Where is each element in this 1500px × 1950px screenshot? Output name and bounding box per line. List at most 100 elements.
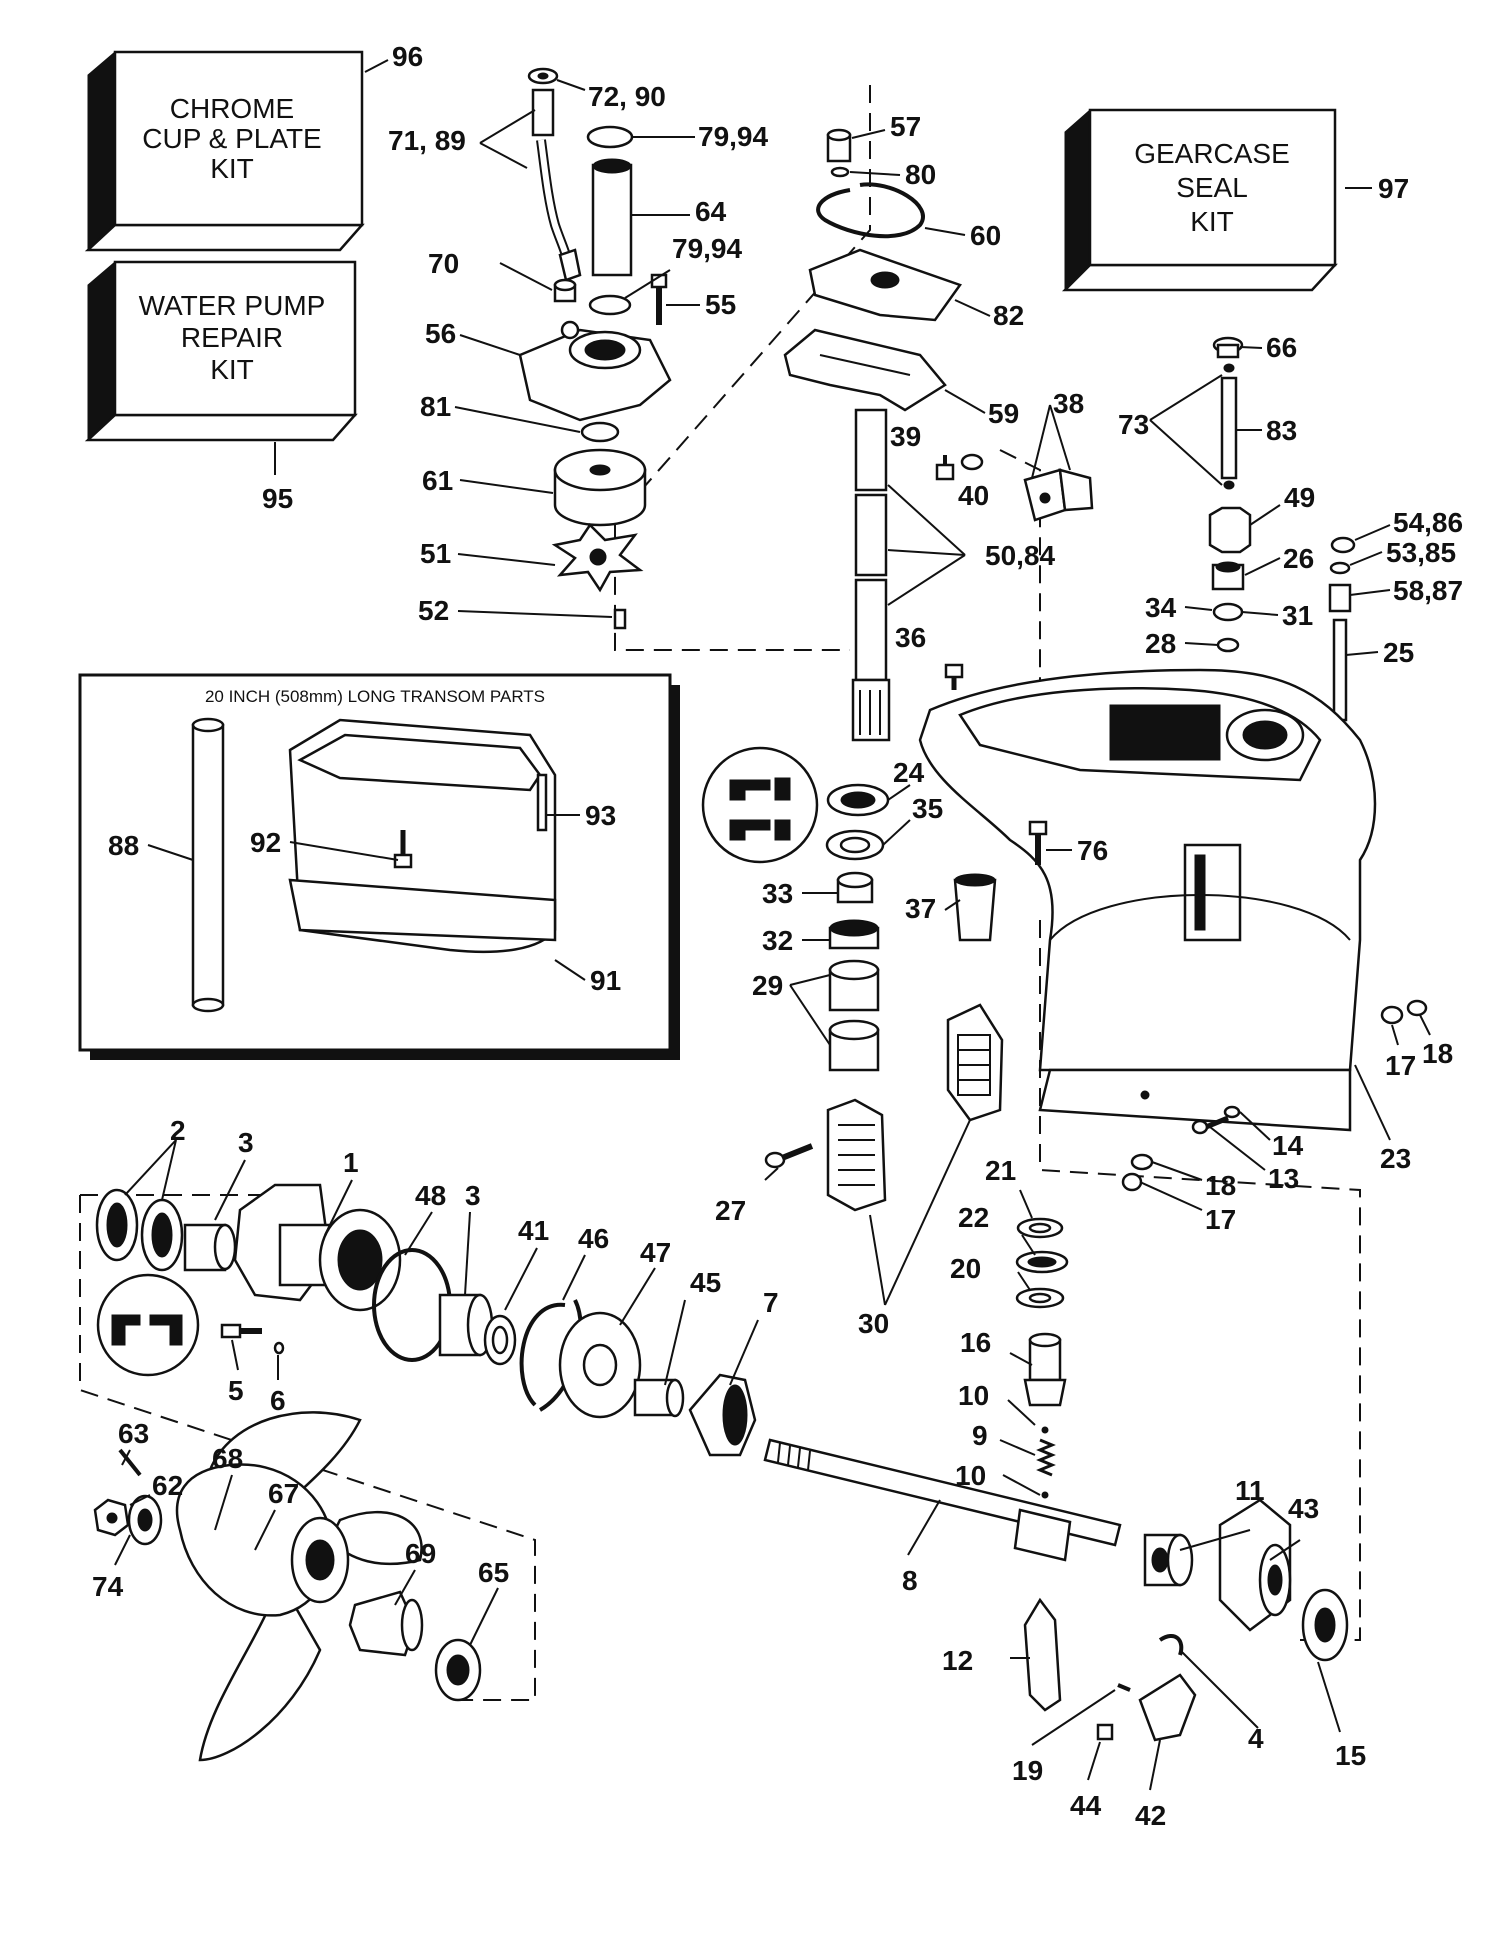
callout-3-a: 3: [238, 1127, 254, 1158]
callout-31: 31: [1282, 600, 1313, 631]
pinion-16: [1023, 1332, 1067, 1407]
screw-39: [935, 455, 955, 481]
bearing-32: [828, 919, 880, 950]
callout-91: 91: [590, 965, 621, 996]
kit-ref-95: 95: [262, 483, 293, 514]
washer-18-right: [1406, 999, 1428, 1017]
callout-64: 64: [695, 196, 727, 227]
callout-32: 32: [762, 925, 793, 956]
callout-66: 66: [1266, 332, 1297, 363]
callout-60: 60: [970, 220, 1001, 251]
seal-detail-lower-circle: [96, 1273, 200, 1377]
stud-93: [536, 773, 548, 832]
callout-27: 27: [715, 1195, 746, 1226]
cone-37: [953, 873, 997, 942]
driveshaft-50-84: [851, 408, 891, 742]
kit-ref-97: 97: [1378, 173, 1409, 204]
clip-4: [1158, 1634, 1184, 1656]
callout-2: 2: [170, 1115, 186, 1146]
bearing-21: [1016, 1217, 1064, 1239]
callout-70: 70: [428, 248, 459, 279]
callout-39: 39: [890, 421, 921, 452]
callout-19: 19: [1012, 1755, 1043, 1786]
callout-25: 25: [1383, 637, 1414, 668]
propeller-group-outline: [79, 1195, 536, 1701]
bearing-45: [633, 1378, 685, 1418]
clutch-dog-11: [1143, 1533, 1194, 1587]
thrust-bearing-22: [1015, 1250, 1069, 1274]
callout-45: 45: [690, 1267, 721, 1298]
pin-19: [1117, 1683, 1131, 1692]
shift-cam-12: [1023, 1597, 1062, 1712]
callout-14: 14: [1272, 1130, 1304, 1161]
callout-5: 5: [228, 1375, 244, 1406]
plug-17-right: [1380, 1005, 1404, 1025]
o-ring-79-94-bottom: [588, 294, 632, 316]
bearing-33: [836, 871, 874, 904]
callout-11: 11: [1235, 1475, 1265, 1506]
seal-detail-circle: [701, 746, 819, 864]
kit-label-line-2: REPAIR: [181, 322, 283, 353]
water-screen-30-upper: [946, 1003, 1004, 1122]
o-ring-48: [372, 1248, 452, 1362]
callout-44: 44: [1070, 1790, 1102, 1821]
bracket-38: [1023, 468, 1094, 522]
thrust-hub-69: [348, 1590, 424, 1657]
callout-82: 82: [993, 300, 1024, 331]
gasket-59: [783, 328, 947, 412]
callout-65: 65: [478, 1557, 509, 1588]
callout-22: 22: [958, 1202, 989, 1233]
nut-40: [960, 453, 984, 471]
forward-gear-43: [1218, 1498, 1292, 1632]
callout-18-lower: 18: [1205, 1170, 1236, 1201]
water-screen-30-lower: [826, 1098, 887, 1212]
callout-17-right: 17: [1385, 1050, 1416, 1081]
impeller-housing-liner-64: [591, 158, 633, 277]
callout-92: 92: [250, 827, 281, 858]
callout-36: 36: [895, 622, 926, 653]
callout-93: 93: [585, 800, 616, 831]
ball-10-bottom: [1041, 1491, 1049, 1499]
seal-2-b: [140, 1198, 184, 1272]
nut-54-86: [1330, 536, 1356, 554]
seal-81: [580, 421, 620, 443]
callout-47: 47: [640, 1237, 671, 1268]
callout-16: 16: [960, 1327, 991, 1358]
grommet-70: [553, 278, 577, 303]
callout-59: 59: [988, 398, 1019, 429]
callout-numbers: 72, 90 71, 89 79,94 64 79,94 70 55 56 81…: [92, 81, 1463, 1831]
callout-57: 57: [890, 111, 921, 142]
callout-10-bottom: 10: [955, 1460, 986, 1491]
callout-54-86: 54,86: [1393, 507, 1463, 538]
callout-76: 76: [1077, 835, 1108, 866]
stud-25: [1332, 618, 1348, 722]
callout-67: 67: [268, 1478, 299, 1509]
callout-37: 37: [905, 893, 936, 924]
callout-88: 88: [108, 830, 139, 861]
washer-53-85: [1329, 561, 1351, 575]
callout-29: 29: [752, 970, 783, 1001]
callout-80: 80: [905, 159, 936, 190]
callout-24: 24: [893, 757, 925, 788]
nut-62: [93, 1498, 130, 1537]
water-tube-71-89: [531, 88, 582, 282]
seal-2-a: [95, 1188, 139, 1262]
callout-35: 35: [912, 793, 943, 824]
callout-18-right: 18: [1422, 1038, 1453, 1069]
callout-42: 42: [1135, 1800, 1166, 1831]
callout-53-85: 53,85: [1386, 537, 1456, 568]
screw-92: [393, 830, 413, 869]
callout-34: 34: [1145, 592, 1177, 623]
callout-49: 49: [1284, 482, 1315, 513]
leader-lines: [114, 79, 1431, 1791]
callout-71-89: 71, 89: [388, 125, 466, 156]
propeller-shaft-8: [763, 1438, 1122, 1562]
spring-9: [1036, 1438, 1056, 1477]
bearing-housing-1: [233, 1183, 402, 1312]
callout-43: 43: [1288, 1493, 1319, 1524]
spacer-74: [127, 1494, 163, 1546]
o-ring-79-94-top: [586, 125, 634, 149]
callout-81: 81: [420, 391, 451, 422]
retainer-60: [816, 182, 925, 239]
thrust-washer-47: [558, 1311, 642, 1419]
